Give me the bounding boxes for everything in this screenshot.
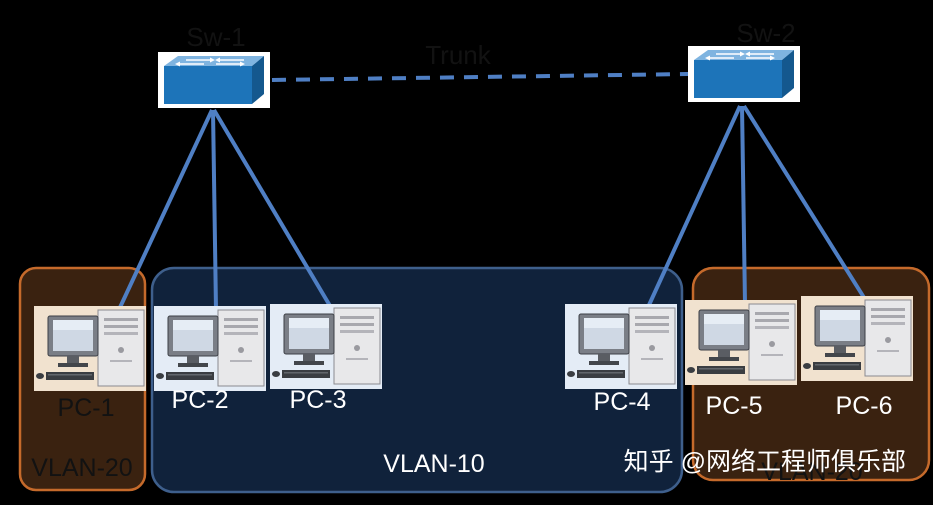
desktop-computer-icon	[271, 307, 381, 385]
vlan-20-right-label: VLAN-20	[761, 458, 862, 486]
link-sw2-pc4	[642, 105, 742, 317]
pc-5-label: PC-5	[706, 392, 763, 420]
sw1-links	[114, 108, 338, 318]
switch-sw2-label: Sw-2	[736, 18, 795, 48]
desktop-computer-icon	[566, 307, 676, 385]
link-sw1-pc2	[211, 109, 218, 311]
switch-sw1-label: Sw-1	[186, 22, 245, 52]
link-sw2-pc5	[740, 105, 747, 305]
vlan-10-label: VLAN-10	[383, 450, 484, 478]
watermark-text: 知乎 @网络工程师俱乐部	[624, 448, 906, 476]
desktop-computer-icon	[35, 309, 145, 387]
pc-2-label: PC-2	[172, 386, 229, 414]
pc-4-label: PC-4	[594, 388, 651, 416]
trunk-label: Trunk	[425, 40, 491, 70]
pc-1: PC-1	[34, 306, 146, 422]
network-switch-icon	[688, 46, 800, 102]
pc-1-label: PC-1	[58, 394, 115, 422]
pc-3-label: PC-3	[290, 386, 347, 414]
network-switch-icon	[158, 52, 270, 108]
pc-4: PC-4	[565, 304, 677, 416]
link-sw1-pc3	[212, 108, 338, 318]
vlan-20-left-label: VLAN-20	[31, 454, 132, 482]
switch-sw1: Sw-1	[158, 22, 270, 108]
desktop-computer-icon	[155, 309, 265, 387]
pc-2: PC-2	[154, 306, 266, 414]
desktop-computer-icon	[802, 299, 912, 377]
switch-sw2: Sw-2	[688, 18, 800, 102]
sw2-links	[642, 104, 870, 317]
link-sw1-pc1	[114, 109, 214, 317]
pc-5: PC-5	[685, 300, 797, 420]
link-sw2-pc6	[742, 104, 870, 306]
pc-6-label: PC-6	[836, 392, 893, 420]
trunk-link	[271, 72, 689, 82]
desktop-computer-icon	[686, 303, 796, 381]
pc-6: PC-6	[801, 296, 913, 420]
pc-3: PC-3	[270, 304, 382, 414]
